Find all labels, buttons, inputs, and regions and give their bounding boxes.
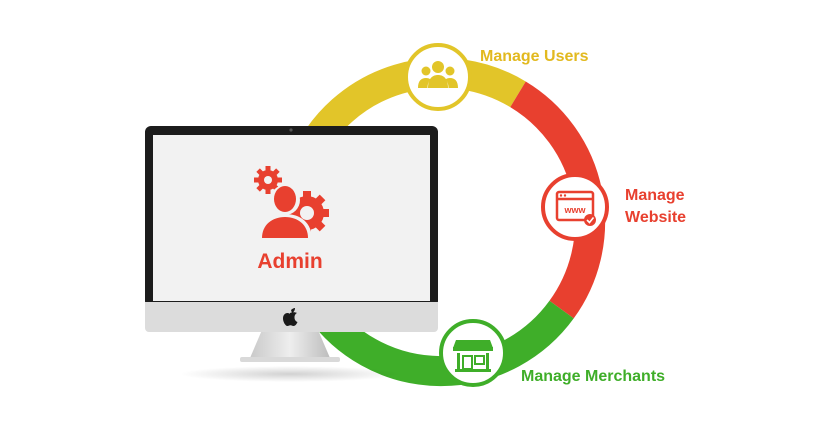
svg-text:www: www	[563, 205, 586, 215]
manage-merchants-label: Manage Merchants	[521, 368, 666, 385]
monitor-shadow	[180, 366, 400, 382]
manage-website-label-line2: Website	[625, 209, 687, 226]
manage-website-label: Manage Website	[625, 185, 686, 229]
apple-logo-icon	[283, 308, 298, 326]
browser-www-icon: www	[555, 190, 596, 226]
manage-website-label-line1: Manage	[625, 187, 685, 204]
node-manage-merchants	[439, 319, 507, 387]
admin-label: Admin	[257, 250, 323, 273]
storefront-icon	[453, 340, 493, 372]
manage-users-label: Manage Users	[480, 48, 589, 65]
monitor-stand	[250, 330, 330, 358]
node-manage-website: www	[541, 173, 609, 241]
admin-gears-icon	[254, 166, 329, 240]
users-group-icon	[418, 61, 458, 88]
ring-arc-green	[307, 299, 574, 387]
node-manage-users	[404, 43, 472, 111]
